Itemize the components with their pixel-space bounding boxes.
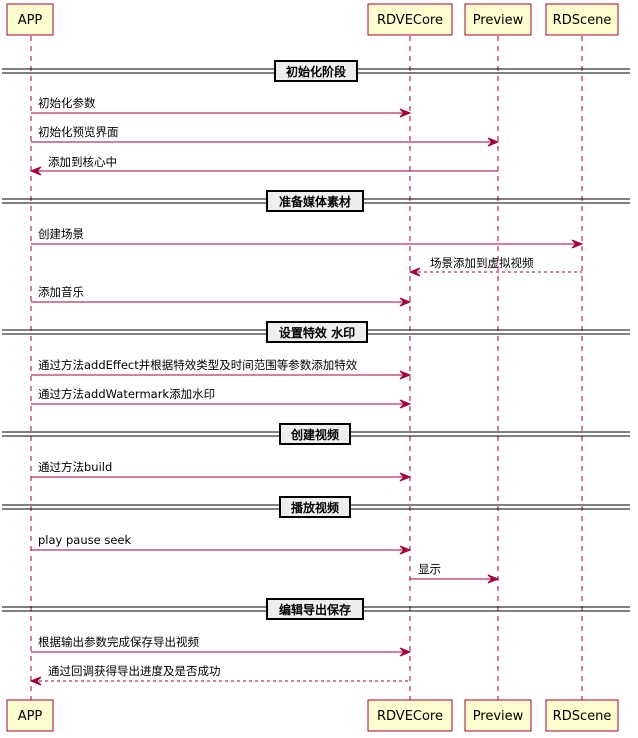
svg-text:APP: APP [18,13,43,28]
svg-text:初始化参数: 初始化参数 [38,96,96,110]
message-add-to-core: 添加到核心中 [29,155,498,176]
section-separator: 播放视频 [2,496,630,518]
participant-preview-bottom: Preview [464,699,532,732]
participant-app-bottom: APP [6,699,54,732]
svg-text:播放视频: 播放视频 [291,500,339,515]
svg-text:通过方法build: 通过方法build [38,460,112,474]
participant-core-bottom: RDVECore [367,699,453,732]
svg-text:创建场景: 创建场景 [38,227,84,241]
participant-scene-bottom: RDScene [545,699,619,732]
participant-scene-top: RDScene [545,3,619,36]
message-scene-to-virtual-video: 场景添加到虚拟视频 [408,256,582,277]
svg-text:通过方法addWatermark添加水印: 通过方法addWatermark添加水印 [38,387,215,401]
section-separator: 编辑导出保存 [2,598,630,620]
message-add-effect: 通过方法addEffect并根据特效类型及时间范围等参数添加特效 [31,358,412,380]
message-play-pause-seek: play pause seek [31,533,412,555]
message-add-watermark: 通过方法addWatermark添加水印 [31,387,412,409]
svg-text:创建视频: 创建视频 [290,427,339,442]
section-separator: 准备媒体素材 [2,190,630,212]
participant-preview-top: Preview [464,3,532,36]
svg-text:RDVECore: RDVECore [377,709,443,724]
message-export-video: 根据输出参数完成保存导出视频 [31,635,412,657]
section-separator: 创建视频 [2,423,630,445]
svg-text:play pause seek: play pause seek [38,533,132,547]
svg-text:添加到核心中: 添加到核心中 [48,155,117,169]
svg-text:根据输出参数完成保存导出视频: 根据输出参数完成保存导出视频 [38,635,199,649]
section-separator: 设置特效 水印 [2,321,630,343]
message-export-callback: 通过回调获得导出进度及是否成功 [29,664,410,686]
svg-text:APP: APP [18,709,43,724]
svg-text:RDScene: RDScene [553,709,612,724]
participant-app-top: APP [6,3,54,36]
participant-core-top: RDVECore [367,3,453,36]
svg-text:初始化预览界面: 初始化预览界面 [38,125,119,139]
svg-text:准备媒体素材: 准备媒体素材 [279,194,351,209]
svg-text:添加音乐: 添加音乐 [38,285,84,299]
svg-text:场景添加到虚拟视频: 场景添加到虚拟视频 [430,256,534,270]
message-init-params: 初始化参数 [31,96,412,118]
svg-text:RDVECore: RDVECore [377,13,443,28]
svg-text:通过回调获得导出进度及是否成功: 通过回调获得导出进度及是否成功 [48,664,221,678]
svg-text:Preview: Preview [473,13,524,28]
message-init-preview: 初始化预览界面 [31,125,500,147]
message-display: 显示 [410,562,500,584]
message-build: 通过方法build [31,460,412,482]
svg-text:编辑导出保存: 编辑导出保存 [278,602,351,617]
section-separator: 初始化阶段 [2,60,630,82]
svg-text:RDScene: RDScene [553,13,612,28]
message-add-music: 添加音乐 [31,285,412,307]
svg-text:显示: 显示 [418,562,441,576]
svg-text:通过方法addEffect并根据特效类型及时间范围等参数添加: 通过方法addEffect并根据特效类型及时间范围等参数添加特效 [38,358,358,372]
svg-text:初始化阶段: 初始化阶段 [286,64,347,79]
svg-text:设置特效 水印: 设置特效 水印 [279,325,355,340]
svg-text:Preview: Preview [473,709,524,724]
message-create-scene: 创建场景 [31,227,584,249]
